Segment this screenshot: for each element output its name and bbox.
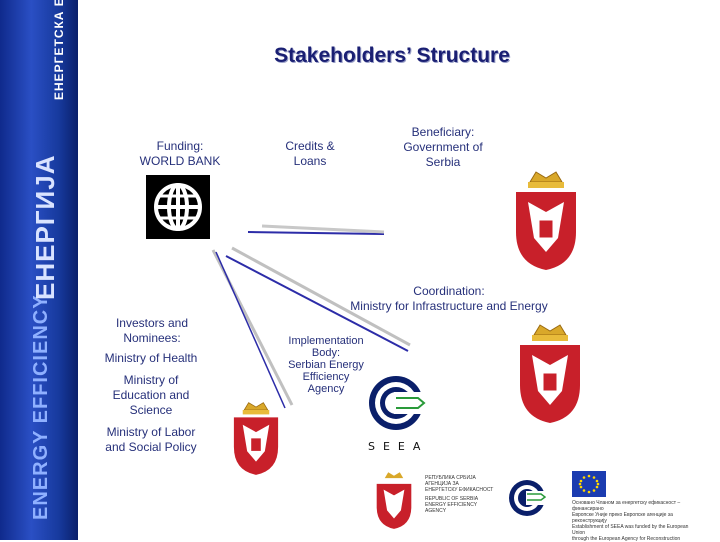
seea-letters: SEEA: [368, 440, 429, 453]
footer-agency-text: РЕПУБЛИКА СРБИЈА АГЕНЦИЈА ЗА ЕНЕРГЕТСКУ …: [425, 475, 505, 514]
footer-en-2: ENERGY EFFICIENCY: [425, 502, 478, 508]
slide-title: Stakeholders’ Structure: [274, 44, 510, 67]
ministry-labor-2: and Social Policy: [105, 440, 197, 454]
investors-line2: Nominees:: [123, 331, 181, 345]
ministry-labor-1: Ministry of Labor: [106, 425, 196, 439]
credits-line1: Credits &: [285, 139, 335, 153]
energy-efficiency-banner: ENERGY EFFICIENCY ЕНЕРГИЈА ЕНЕРГЕТСКА ЕФ…: [0, 0, 78, 540]
beneficiary-line2: Government of: [403, 140, 483, 154]
implementation-line5: Agency: [307, 383, 345, 395]
eu-stars-icon: [578, 474, 600, 494]
beneficiary-line1: Beneficiary:: [411, 125, 475, 139]
credits-line2: Loans: [293, 154, 327, 168]
line-wb-to-seea: [225, 255, 409, 352]
footer-cyr-3: ЕНЕРГЕТСКУ ЕФИКАСНОСТ: [425, 487, 494, 493]
line-wb-to-seea-shadow: [231, 246, 411, 347]
coordination-label: Coordination: Ministry for Infrastructur…: [338, 284, 560, 314]
ministry-list: Ministry of Health Ministry of Education…: [95, 351, 207, 455]
funding-line2: WORLD BANK: [139, 154, 221, 168]
eu-flag-icon: [572, 471, 606, 497]
footer-cyr-2: АГЕНЦИЈА ЗА: [425, 481, 459, 487]
line-wb-to-ministries-blue: [215, 251, 286, 409]
serbia-coat-of-arms-investors: [233, 402, 279, 475]
serbia-coat-of-arms-ministry: [520, 324, 580, 423]
funding-line1: Funding:: [156, 139, 204, 153]
coordination-line2: Ministry for Infrastructure and Energy: [350, 299, 548, 313]
implementation-line1: Implementation: [288, 335, 364, 347]
beneficiary-line3: Serbia: [425, 155, 461, 169]
line-wb-to-gov: [247, 231, 385, 235]
footer-eu-4: through the European Agency for Reconstr…: [572, 536, 681, 542]
implementation-line4: Efficiency: [302, 371, 350, 383]
coordination-line1: Coordination:: [413, 284, 485, 298]
investors-line1: Investors and: [115, 316, 189, 330]
footer-cyr-1: РЕПУБЛИКА СРБИЈА: [425, 475, 476, 481]
implementation-label: Implementation Body: Serbian Energy Effi…: [282, 335, 370, 395]
implementation-line2: Body:: [311, 347, 341, 359]
ministry-education-1: Ministry of: [123, 373, 179, 387]
line-wb-to-gov-shadow: [261, 224, 385, 234]
footer-eu-3: Establishment of SEEA was funded by the …: [572, 524, 689, 536]
serbia-coat-of-arms-gov: [516, 171, 576, 270]
footer-seea-emblem-icon: [509, 480, 546, 516]
footer-en-1: REPUBLIC OF SERBIA: [425, 496, 479, 502]
investors-label: Investors and Nominees:: [100, 316, 204, 346]
footer-eu-1: Основано Чланом за енергетску ефикасност…: [572, 500, 681, 512]
ministry-health: Ministry of Health: [104, 351, 198, 365]
seea-emblem-icon: [369, 376, 426, 430]
implementation-line3: Serbian Energy: [288, 359, 364, 371]
beneficiary-label: Beneficiary: Government of Serbia: [388, 125, 498, 170]
footer-coat-of-arms: [376, 472, 412, 529]
seea-logo: [366, 370, 426, 436]
footer-eu-text: Основано Чланом за енергетску ефикасност…: [572, 500, 702, 542]
ministry-education-2: Education and: [112, 388, 190, 402]
funding-label: Funding: WORLD BANK: [130, 139, 230, 169]
globe-icon: [154, 183, 202, 231]
footer-eu-2: Европске Уније преко Европске агенције з…: [572, 512, 673, 524]
credits-label: Credits & Loans: [270, 139, 350, 169]
world-bank-logo: [146, 175, 210, 239]
ministry-education-3: Science: [129, 403, 173, 417]
footer-en-3: AGENCY: [425, 508, 447, 514]
